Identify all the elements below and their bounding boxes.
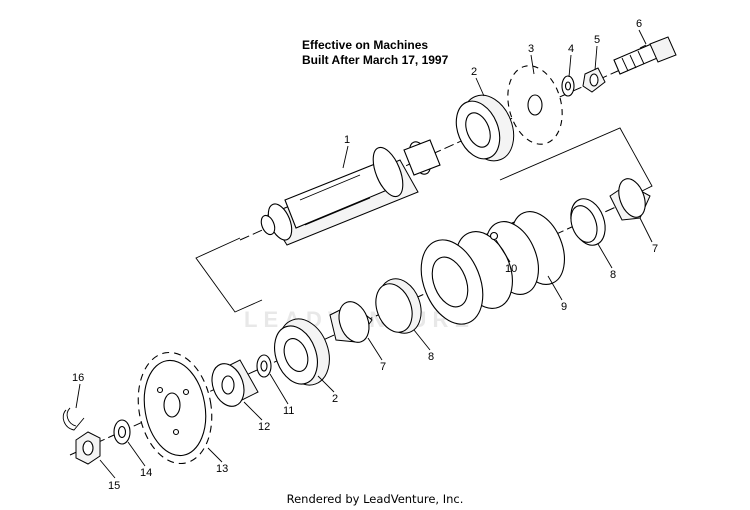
callout-9: 9 [561, 301, 567, 313]
callout-numbers: 1 2 3 4 5 6 7 8 9 10 7 8 2 11 12 13 14 1… [72, 18, 658, 492]
sprocket-part-13 [137, 351, 213, 465]
castle-nut-part-15 [75, 431, 101, 465]
bolt-part-6 [613, 36, 677, 75]
callout-2-upper: 2 [471, 66, 477, 78]
callout-1: 1 [344, 134, 350, 146]
callout-15: 15 [108, 480, 120, 492]
bearing-race-part-8-right [570, 198, 606, 246]
washer-part-14 [113, 419, 131, 445]
bolt-part-10 [489, 231, 499, 241]
note-line-1: Effective on Machines [302, 38, 429, 52]
callout-11: 11 [283, 405, 294, 417]
callout-5: 5 [594, 34, 600, 46]
bearing-part-2-upper [455, 94, 515, 162]
footer-credit: Rendered by LeadVenture, Inc. [286, 492, 464, 506]
callout-4: 4 [568, 43, 574, 55]
note-line-2: Built After March 17, 1997 [302, 53, 449, 67]
cotter-pin-part-16 [62, 407, 85, 431]
callout-14: 14 [140, 467, 152, 479]
callout-10: 10 [505, 263, 517, 275]
callout-3: 3 [528, 43, 534, 55]
washer-part-11 [256, 354, 272, 378]
callout-12: 12 [258, 421, 270, 433]
bearing-part-2-lower [274, 318, 330, 386]
alignment-box [195, 127, 653, 313]
callout-13: 13 [216, 463, 228, 475]
effective-note: Effective on Machines Built After March … [302, 38, 448, 68]
callout-8-right: 8 [610, 269, 616, 281]
callout-7-right: 7 [652, 243, 658, 255]
spacer-part-12 [211, 359, 259, 407]
shaft-part-1 [260, 139, 441, 246]
sprocket-part-3 [507, 65, 563, 145]
callout-2-lower: 2 [332, 393, 338, 405]
tapered-bearing-part-7-middle [329, 301, 373, 343]
callout-16: 16 [72, 372, 84, 384]
washer-part-4 [561, 75, 575, 97]
callout-8-middle: 8 [428, 351, 434, 363]
tapered-bearing-part-7-right [609, 178, 651, 221]
bearing-race-part-8-middle [375, 278, 422, 334]
callout-6: 6 [636, 18, 642, 30]
axis-upper [239, 44, 647, 241]
leader-lines [75, 29, 653, 479]
callout-7-middle: 7 [380, 361, 386, 373]
housing-part-9 [420, 211, 565, 325]
nut-part-5 [582, 67, 606, 93]
